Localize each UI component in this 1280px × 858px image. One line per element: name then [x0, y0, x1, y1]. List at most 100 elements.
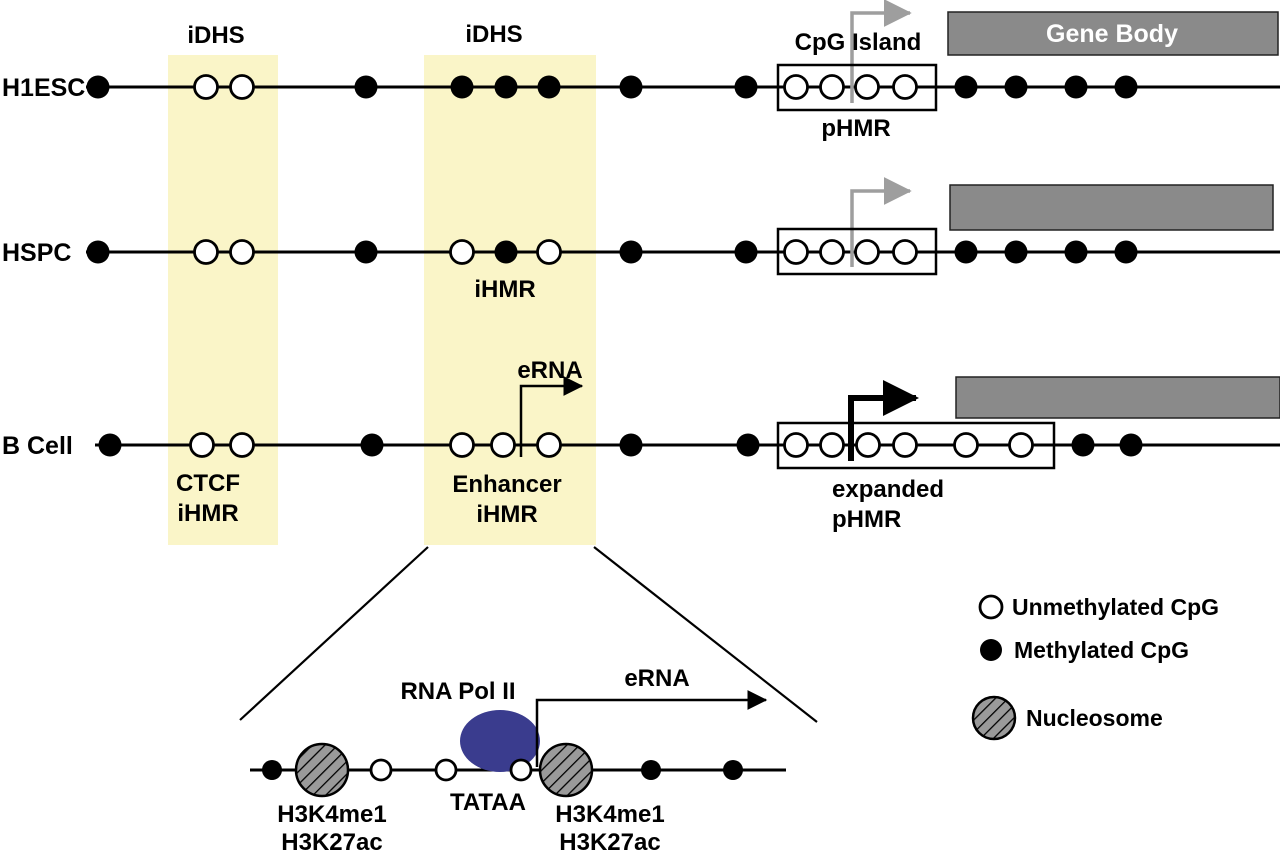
cpg-island-box-h1esc [776, 63, 938, 112]
unmethylated-cpg-dot [229, 74, 255, 100]
legend-unmethylated-label: Unmethylated CpG [1012, 594, 1219, 620]
methylated-cpg-dot [494, 75, 518, 99]
methylated-cpg-dot [1064, 240, 1088, 264]
enhancer-label-line1: Enhancer [452, 471, 561, 498]
idhs-highlight-band-right [424, 55, 596, 545]
ctcf-label-line2: iHMR [177, 500, 238, 527]
legend-nucleosome-label: Nucleosome [1026, 705, 1163, 731]
gene-body-label: Gene Body [1046, 20, 1178, 48]
unmethylated-cpg-dot [1008, 432, 1034, 458]
methylated-cpg-dot [98, 433, 122, 457]
idhs-highlight-band-left [168, 55, 278, 545]
gene-body-rect-hspc [949, 184, 1274, 231]
unmethylated-cpg-dot [783, 239, 809, 265]
cpg-island-box-hspc [776, 227, 938, 276]
methylated-cpg-dot [954, 240, 978, 264]
erna-arrow-bcell [519, 376, 584, 457]
methylated-cpg-dot [262, 760, 282, 780]
unmethylated-cpg-dot [819, 239, 845, 265]
gene-body-rect-bcell [955, 376, 1280, 419]
unmethylated-cpg-dot [490, 432, 516, 458]
legend-nucleosome-icon [971, 695, 1017, 741]
unmethylated-cpg-dot [892, 432, 918, 458]
unmethylated-cpg-dot [783, 74, 809, 100]
nucleosome [294, 742, 350, 798]
erna-label-zoom: eRNA [624, 665, 689, 692]
methylated-cpg-dot [736, 433, 760, 457]
enhancer-label-line2: iHMR [476, 501, 537, 528]
h3k4me1-label-left: H3K4me1 [277, 801, 386, 828]
phmr-label-h1esc: pHMR [821, 115, 890, 142]
unmethylated-cpg-dot [953, 432, 979, 458]
methylated-cpg-dot [537, 75, 561, 99]
ctcf-label-line1: CTCF [176, 470, 240, 497]
unmethylated-cpg-dot [369, 758, 393, 782]
h3k27ac-label-left: H3K27ac [281, 829, 382, 856]
methylated-cpg-dot [954, 75, 978, 99]
legend-unmethylated-icon [978, 594, 1004, 620]
unmethylated-cpg-dot [855, 432, 881, 458]
unmethylated-cpg-dot [509, 758, 533, 782]
methylated-cpg-dot [734, 75, 758, 99]
methylated-cpg-dot [619, 433, 643, 457]
erna-label-bcell: eRNA [517, 357, 582, 384]
expanded-phmr-label-line2: pHMR [832, 506, 901, 533]
unmethylated-cpg-dot [854, 74, 880, 100]
idhs-label-left: iDHS [187, 22, 244, 49]
legend-methylated-label: Methylated CpG [1014, 637, 1189, 663]
methylated-cpg-dot [1114, 240, 1138, 264]
cpg-dots-row-1 [86, 239, 1138, 265]
methylated-cpg-dot [1114, 75, 1138, 99]
unmethylated-cpg-dot [819, 74, 845, 100]
unmethylated-cpg-dot [892, 74, 918, 100]
methylated-cpg-dot [1119, 433, 1143, 457]
unmethylated-cpg-dot [193, 74, 219, 100]
unmethylated-cpg-dot [193, 239, 219, 265]
cpg-dots-row-2 [98, 432, 1143, 458]
methylated-cpg-dot [723, 760, 743, 780]
methylated-cpg-dot [619, 75, 643, 99]
methylated-cpg-dot [1064, 75, 1088, 99]
row-label-h1esc: H1ESC [2, 74, 85, 102]
zoom-callout-line-left [239, 546, 429, 721]
unmethylated-cpg-dot [189, 432, 215, 458]
methylated-cpg-dot [494, 240, 518, 264]
unmethylated-cpg-dot [449, 239, 475, 265]
methylated-cpg-dot [1004, 240, 1028, 264]
gene-body-rect-h1esc [947, 11, 1279, 56]
unmethylated-cpg-dot [229, 239, 255, 265]
methylated-cpg-dot [619, 240, 643, 264]
erna-arrow-zoom [535, 690, 768, 767]
unmethylated-cpg-dot [536, 239, 562, 265]
ihmr-label-hspc: iHMR [474, 276, 535, 303]
cpg-island-label: CpG Island [795, 29, 922, 56]
idhs-label-right: iDHS [465, 21, 522, 48]
legend-methylated-icon [980, 639, 1002, 661]
unmethylated-cpg-dot [229, 432, 255, 458]
methylated-cpg-dot [1004, 75, 1028, 99]
zoom-callout-line-right [593, 546, 818, 723]
row-label-hspc: HSPC [2, 239, 71, 267]
nucleosome [538, 742, 594, 798]
methylated-cpg-dot [86, 240, 110, 264]
expanded-phmr-box-bcell [776, 421, 1056, 470]
methylated-cpg-dot [354, 240, 378, 264]
methylated-cpg-dot [641, 760, 661, 780]
tss-arrow-hspc [850, 177, 912, 267]
unmethylated-cpg-dot [434, 758, 458, 782]
rna-pol-ii-blob [460, 710, 540, 772]
unmethylated-cpg-dot [449, 432, 475, 458]
unmethylated-cpg-dot [783, 432, 809, 458]
methylated-cpg-dot [450, 75, 474, 99]
tss-arrow-bcell-bold [848, 380, 919, 461]
unmethylated-cpg-dot [892, 239, 918, 265]
h3k27ac-label-right: H3K27ac [559, 829, 660, 856]
methylated-cpg-dot [1071, 433, 1095, 457]
row-label-bcell: B Cell [2, 432, 73, 460]
rna-pol-ii-label: RNA Pol II [400, 678, 515, 705]
cpg-dots-row-0 [86, 74, 1138, 100]
methylated-cpg-dot [86, 75, 110, 99]
unmethylated-cpg-dot [854, 239, 880, 265]
cpg-dots-zoom [262, 742, 743, 798]
